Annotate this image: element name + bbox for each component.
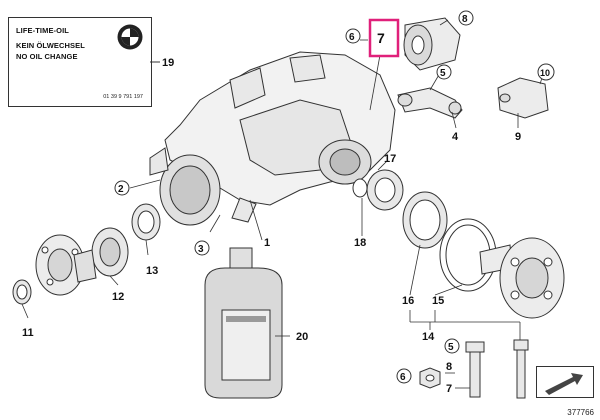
- callout-5b-circle: [444, 338, 460, 354]
- nut-6: [419, 367, 441, 389]
- callout-5-circle: [436, 64, 452, 80]
- oil-bottle: [204, 247, 283, 399]
- bmw-logo-icon: [117, 24, 143, 50]
- callout-6b-circle: [396, 368, 412, 384]
- callout-7b: 7: [446, 383, 452, 395]
- callout-1: 1: [264, 237, 270, 249]
- seal-16: [402, 191, 448, 249]
- mount-block: [497, 77, 549, 119]
- callout-9: 9: [515, 131, 521, 143]
- callout-11: 11: [22, 327, 34, 339]
- seal-11: [12, 279, 32, 305]
- callout-3-circle: [194, 240, 210, 256]
- callout-8-circle: [458, 10, 474, 26]
- callout-18: 18: [354, 237, 366, 249]
- callout-19: 19: [162, 57, 174, 69]
- callout-5b: 5: [448, 342, 454, 353]
- highlighted-part-frame: [368, 18, 400, 58]
- label-line-3: NO OIL CHANGE: [16, 52, 78, 61]
- callout-14: 14: [422, 331, 435, 343]
- callout-6b: 6: [400, 372, 406, 383]
- leader-lines: [21, 19, 544, 389]
- flange-12: [91, 227, 129, 277]
- output-flange: [35, 234, 97, 296]
- callout-10: 10: [540, 68, 550, 78]
- callout-12: 12: [112, 291, 124, 303]
- bolt-7: [513, 339, 529, 399]
- callout-10-circle: [537, 63, 555, 81]
- callout-8: 8: [462, 14, 468, 25]
- callout-8b: 8: [446, 361, 452, 373]
- callouts: 1 2 3 4 5 6 7 8 9 10 11 12 13 14 15 16 1…: [22, 10, 555, 395]
- oil-info-label: LIFE-TIME-OIL KEIN ÖLWECHSEL NO OIL CHAN…: [8, 17, 152, 107]
- callout-5: 5: [440, 68, 446, 79]
- arrow-icon: [545, 373, 583, 395]
- bracket: [397, 87, 463, 119]
- callout-20: 20: [296, 331, 308, 343]
- label-part-number: 01 39 9 791 197: [103, 94, 143, 100]
- orientation-arrow-box: [536, 366, 594, 398]
- callout-6-circle: [345, 28, 361, 44]
- callout-16: 16: [402, 295, 414, 307]
- drive-flange: [479, 237, 565, 319]
- figure-number: 377766: [567, 408, 594, 417]
- differential-housing: [149, 51, 396, 226]
- callout-17: 17: [384, 153, 396, 165]
- callout-6: 6: [349, 32, 355, 43]
- callout-7-highlighted: 7: [377, 30, 385, 46]
- shaft-seal-13: [131, 203, 161, 241]
- mount-rubber: [403, 17, 461, 71]
- label-line-2: KEIN ÖLWECHSEL: [16, 41, 85, 50]
- callout-2: 2: [118, 184, 124, 195]
- callout-15: 15: [432, 295, 444, 307]
- callout-13: 13: [146, 265, 158, 277]
- seal-18: [352, 169, 404, 211]
- bolt-5: [465, 341, 485, 398]
- callout-3: 3: [198, 244, 204, 255]
- label-line-1: LIFE-TIME-OIL: [16, 26, 69, 35]
- callout-2-circle: [114, 180, 130, 196]
- callout-4: 4: [452, 131, 459, 143]
